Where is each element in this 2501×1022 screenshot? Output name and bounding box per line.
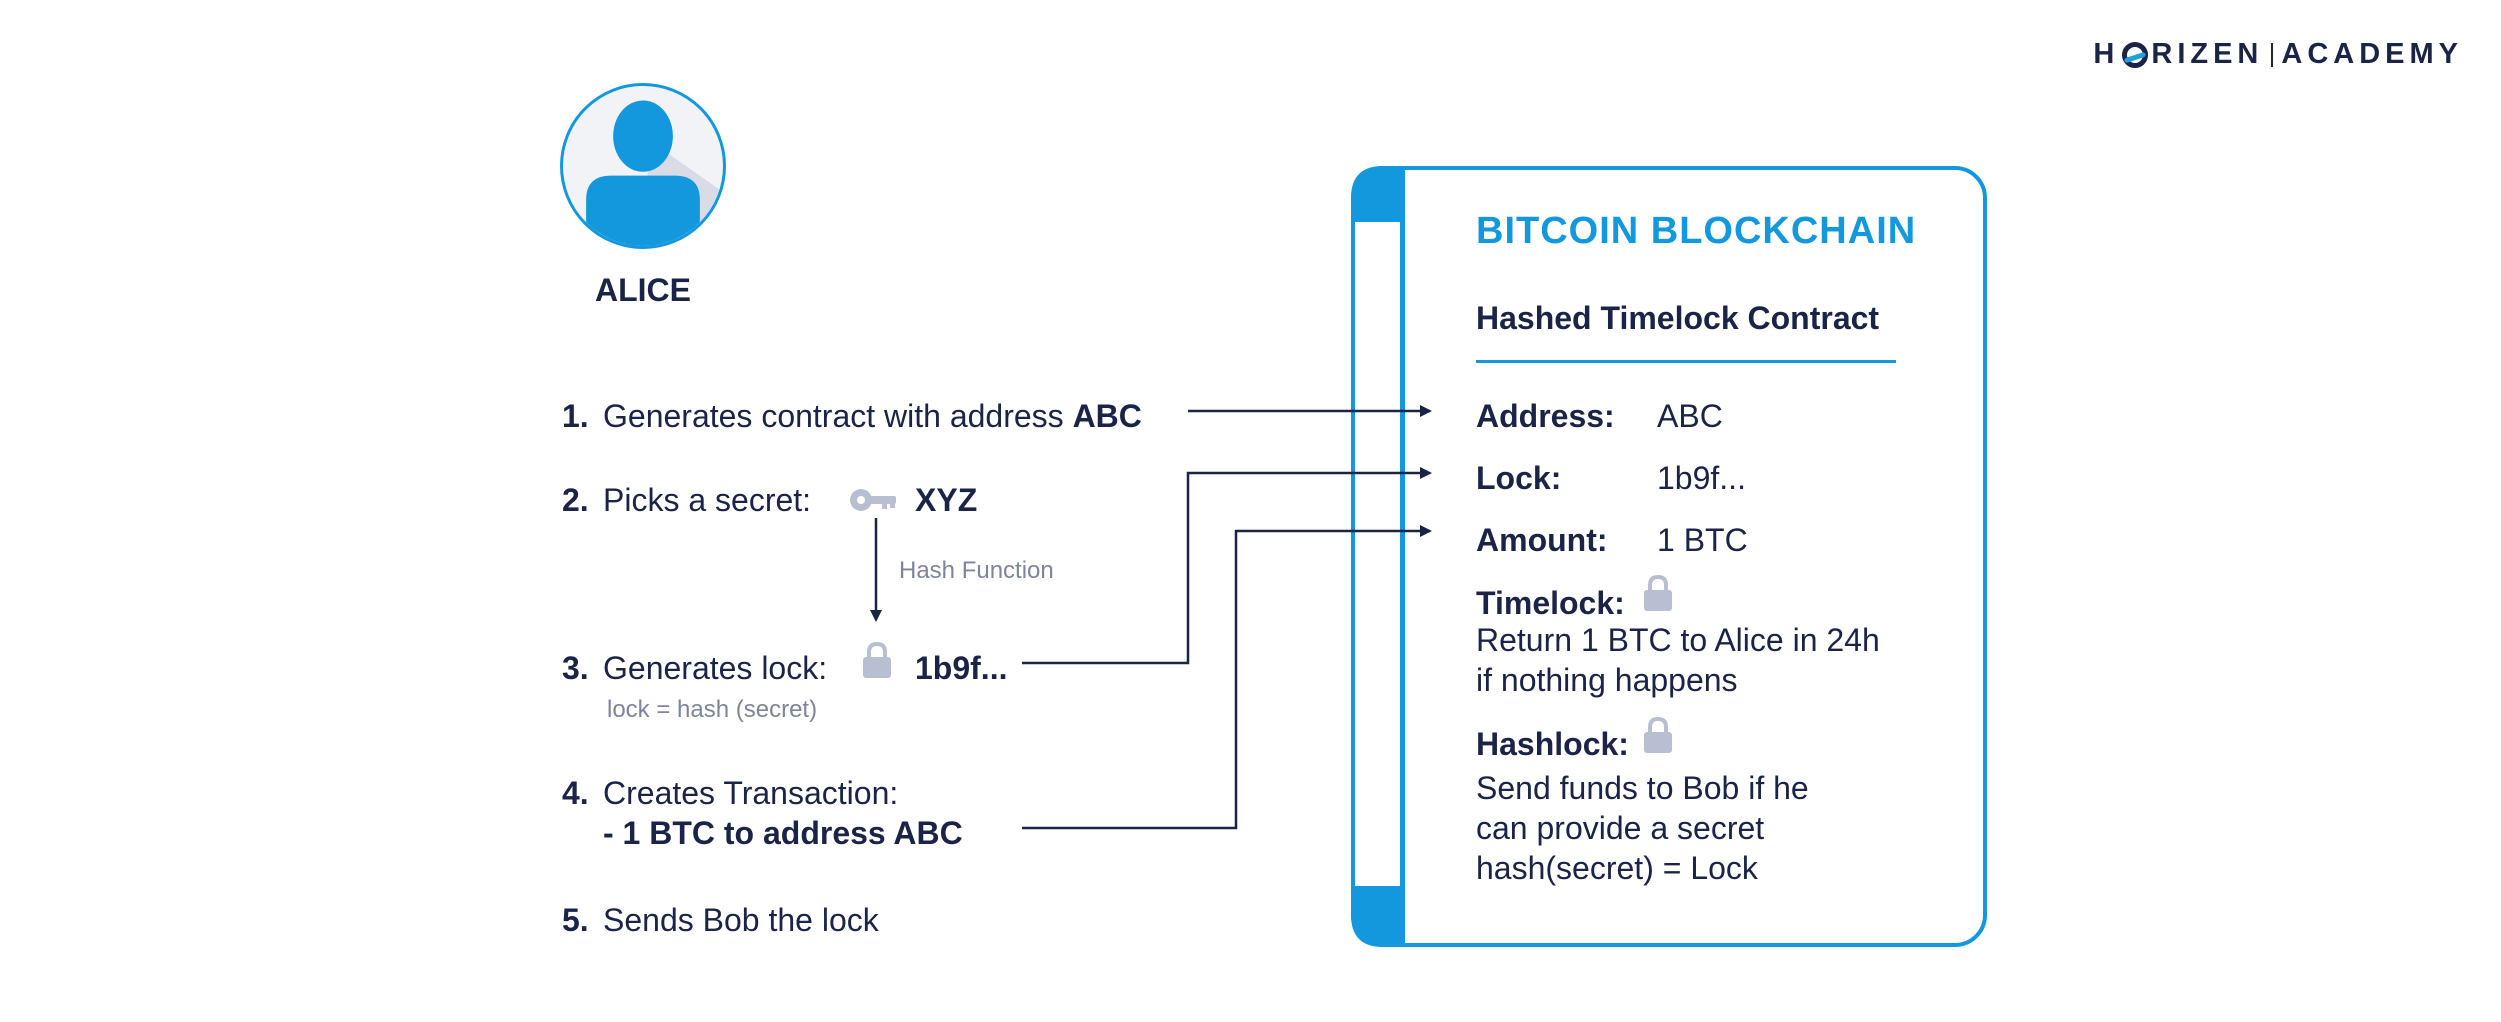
lock-icon: [1643, 574, 1673, 612]
step-5-text: Sends Bob the lock: [603, 902, 879, 938]
alice-avatar: [560, 83, 726, 249]
lock-icon: [1643, 716, 1673, 754]
lock-label: Lock:: [1476, 460, 1562, 496]
hashlock-line-3: hash(secret) = Lock: [1476, 850, 1758, 886]
address-value: ABC: [1657, 398, 1723, 434]
timelock-line-1: Return 1 BTC to Alice in 24h: [1476, 622, 1880, 658]
horizen-academy-logo: H RIZEN ACADEMY: [2093, 38, 2463, 71]
horizen-o-icon: [2122, 41, 2149, 68]
step-5-number: 5.: [562, 902, 589, 938]
step-1-address: ABC: [1072, 398, 1142, 434]
lock-formula-note: lock = hash (secret): [607, 696, 818, 723]
lock-value: 1b9f...: [915, 650, 1008, 686]
logo-divider: [2271, 42, 2274, 67]
step-3-number: 3.: [562, 650, 589, 686]
step-2-number: 2.: [562, 482, 589, 518]
timelock-label: Timelock:: [1476, 585, 1625, 621]
timelock-line-2: if nothing happens: [1476, 662, 1738, 698]
step-2-text: Picks a secret:: [603, 482, 812, 518]
step-4-number: 4.: [562, 775, 589, 811]
amount-label: Amount:: [1476, 522, 1608, 558]
step-1-text: Generates contract with address ABC: [603, 398, 1142, 435]
alice-label: ALICE: [595, 272, 691, 308]
step-3-text: Generates lock:: [603, 650, 828, 686]
key-icon: [848, 486, 898, 514]
lock-field-value: 1b9f...: [1657, 460, 1746, 496]
step-1-label: Generates contract with address: [603, 398, 1073, 434]
hashlock-label: Hashlock:: [1476, 726, 1629, 762]
card-side-binding: [1351, 166, 1405, 947]
contract-subtitle: Hashed Timelock Contract: [1476, 300, 1880, 336]
logo-academy: ACADEMY: [2281, 38, 2463, 70]
address-label: Address:: [1476, 398, 1615, 434]
step-1-number: 1.: [562, 398, 589, 434]
logo-letter: H: [2093, 38, 2120, 70]
bitcoin-blockchain-card: [1351, 166, 1987, 947]
blockchain-title: BITCOIN BLOCKCHAIN: [1476, 210, 1917, 252]
hash-function-label: Hash Function: [899, 557, 1054, 584]
logo-word: RIZEN: [2151, 38, 2264, 70]
secret-value: XYZ: [915, 482, 978, 518]
lock-icon: [862, 641, 892, 679]
hashlock-line-1: Send funds to Bob if he: [1476, 770, 1809, 806]
person-icon: [586, 100, 723, 246]
hashlock-line-2: can provide a secret: [1476, 810, 1765, 846]
hashlock-description: Send funds to Bob if he can provide a se…: [1476, 768, 1809, 888]
contract-divider: [1476, 360, 1896, 363]
step-4-detail: - 1 BTC to address ABC: [603, 815, 963, 851]
timelock-description: Return 1 BTC to Alice in 24h if nothing …: [1476, 620, 1880, 700]
amount-value: 1 BTC: [1657, 522, 1748, 558]
step-4-text: Creates Transaction:: [603, 775, 899, 811]
